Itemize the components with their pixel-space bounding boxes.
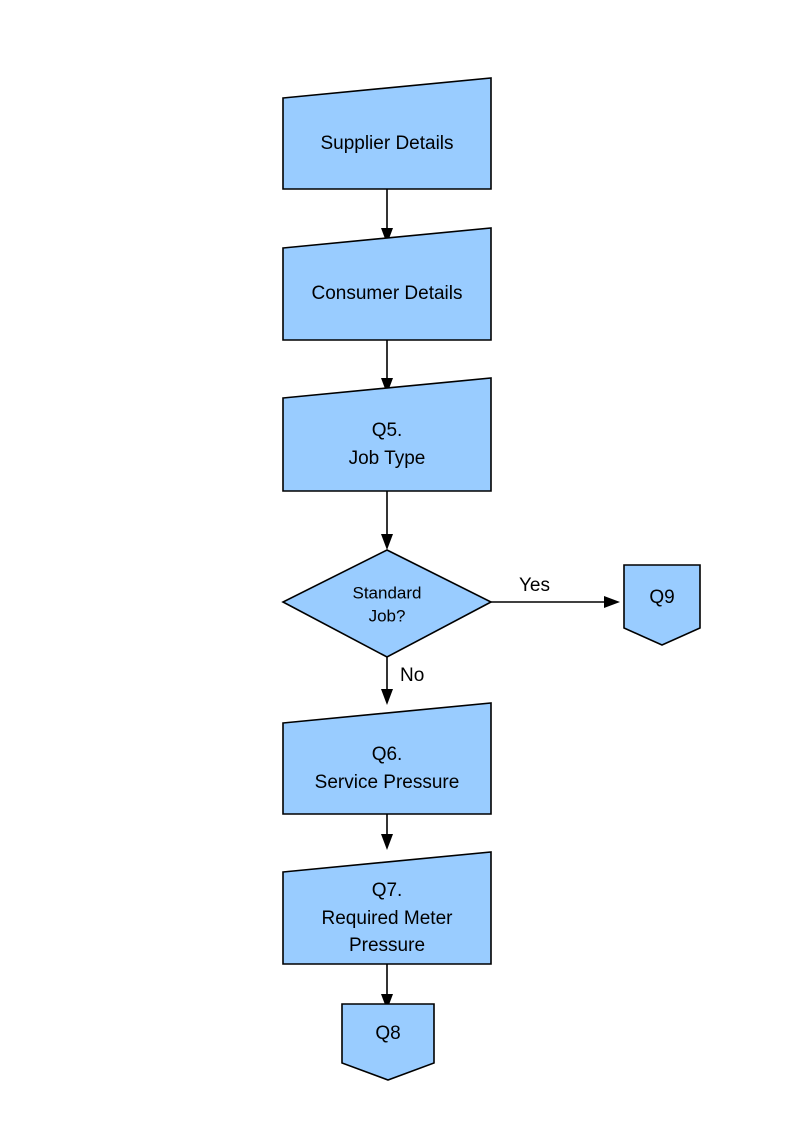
skewed-process-shape bbox=[282, 851, 492, 965]
edge-q6-to-q7 bbox=[381, 814, 393, 850]
node-label-consumer-details: Consumer Details bbox=[312, 283, 463, 304]
edge-consumer-to-q5 bbox=[381, 340, 393, 394]
edge-q7-to-q8 bbox=[381, 964, 393, 1010]
edge-supplier-to-consumer bbox=[381, 189, 393, 244]
shield-down-shape bbox=[623, 564, 701, 646]
node-consumer-details[interactable]: Consumer Details bbox=[282, 227, 492, 341]
node-label-decision-line2: Job? bbox=[369, 606, 406, 625]
arrowhead-icon bbox=[381, 994, 393, 1010]
skewed-process-shape bbox=[282, 77, 492, 190]
node-label-q9: Q9 bbox=[649, 587, 674, 608]
node-label-supplier-details: Supplier Details bbox=[320, 133, 453, 154]
node-label-q5-line1: Q5. bbox=[372, 420, 403, 441]
arrowhead-icon bbox=[381, 378, 393, 394]
node-label-q7-line3: Pressure bbox=[349, 935, 425, 956]
arrowhead-icon bbox=[381, 834, 393, 850]
node-label-q7-line1: Q7. bbox=[372, 880, 403, 901]
skewed-process-shape bbox=[282, 702, 492, 815]
node-q9[interactable]: Q9 bbox=[623, 564, 701, 646]
skewed-process-shape bbox=[282, 377, 492, 492]
arrowhead-icon bbox=[381, 534, 393, 550]
edge-decision-yes-to-q9: Yes bbox=[491, 575, 620, 608]
edge-label-no: No bbox=[400, 665, 424, 686]
node-label-decision-line1: Standard bbox=[353, 583, 422, 602]
node-q6-service-pressure[interactable]: Q6. Service Pressure bbox=[282, 702, 492, 815]
arrowhead-icon bbox=[381, 228, 393, 244]
edge-q5-to-decision bbox=[381, 491, 393, 550]
node-standard-job-decision[interactable]: Standard Job? bbox=[281, 549, 493, 658]
skewed-process-shape bbox=[282, 227, 492, 341]
node-label-q6-line1: Q6. bbox=[372, 744, 403, 765]
decision-diamond-shape bbox=[281, 549, 493, 658]
edge-label-yes: Yes bbox=[519, 575, 550, 596]
shield-down-shape bbox=[341, 1003, 435, 1081]
node-label-q6-line2: Service Pressure bbox=[315, 772, 460, 793]
node-q8[interactable]: Q8 bbox=[341, 1003, 435, 1081]
arrowhead-icon bbox=[604, 596, 620, 608]
node-label-q5-line2: Job Type bbox=[349, 448, 426, 469]
node-label-q7-line2: Required Meter bbox=[322, 908, 454, 929]
edge-decision-no-to-q6: No bbox=[381, 657, 424, 705]
node-q7-required-meter-pressure[interactable]: Q7. Required Meter Pressure bbox=[282, 851, 492, 965]
arrowhead-icon bbox=[381, 689, 393, 705]
node-label-q8: Q8 bbox=[375, 1023, 400, 1044]
node-supplier-details[interactable]: Supplier Details bbox=[282, 77, 492, 190]
node-q5-job-type[interactable]: Q5. Job Type bbox=[282, 377, 492, 492]
